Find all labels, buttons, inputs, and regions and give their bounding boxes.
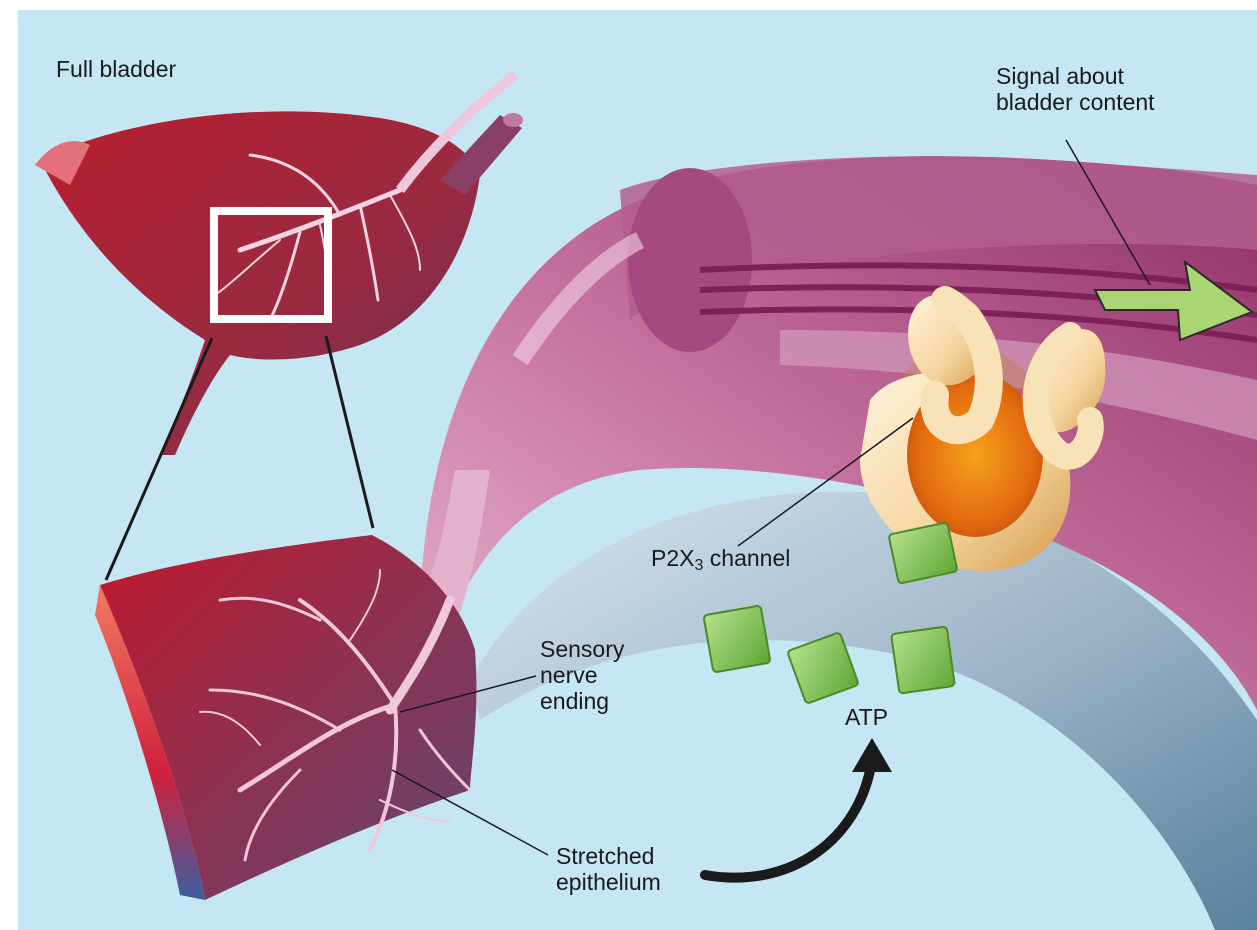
full-bladder-text: Full bladder bbox=[56, 56, 176, 82]
atp-text: ATP bbox=[845, 704, 888, 730]
label-atp: ATP bbox=[845, 704, 888, 730]
stretched-line-1: Stretched bbox=[556, 843, 661, 869]
label-p2x3-channel: P2X3 channel bbox=[651, 545, 790, 571]
sensory-line-1: Sensory bbox=[540, 636, 624, 662]
fiber-cut-face bbox=[628, 168, 752, 352]
signal-line-2: bladder content bbox=[996, 89, 1155, 115]
label-signal: Signal about bladder content bbox=[996, 63, 1155, 115]
sensory-line-2: nerve bbox=[540, 662, 624, 688]
channel-suffix: channel bbox=[703, 545, 790, 571]
channel-prefix: P2X bbox=[651, 545, 694, 571]
label-full-bladder: Full bladder bbox=[56, 56, 176, 82]
label-sensory-nerve-ending: Sensory nerve ending bbox=[540, 636, 624, 714]
sensory-line-3: ending bbox=[540, 688, 624, 714]
signal-line-1: Signal about bbox=[996, 63, 1155, 89]
stretched-line-2: epithelium bbox=[556, 869, 661, 895]
label-stretched-epithelium: Stretched epithelium bbox=[556, 843, 661, 895]
